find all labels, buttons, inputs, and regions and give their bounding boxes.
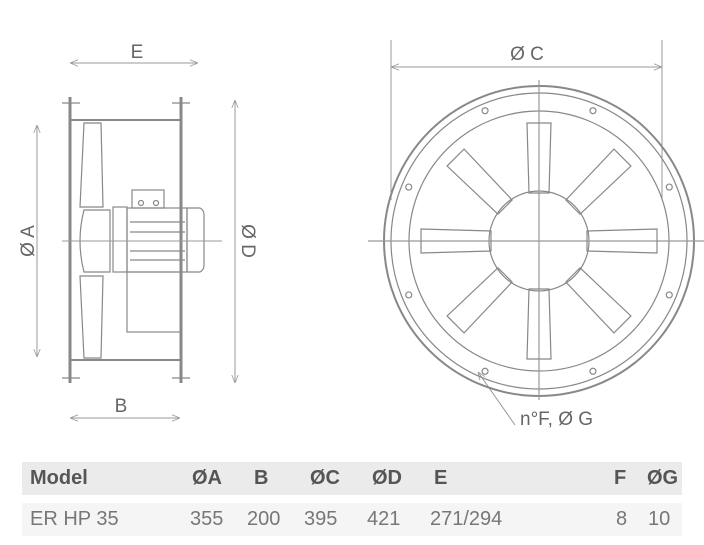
label-fg: n°F, Ø G [520,409,593,430]
bolt-hole [481,107,489,115]
header-c: ØC [310,467,340,489]
header-g: ØG [647,467,679,489]
header-d: ØD [372,467,402,489]
fan-blade [446,148,513,215]
label-a: Ø A [18,225,39,257]
bolt-hole [405,291,413,299]
cell-e: 271/294 [430,508,503,530]
label-d: Ø D [237,224,258,258]
cell-b: 200 [247,508,281,530]
dimension-lines [37,40,663,426]
fan-blade [446,267,513,334]
bolt-hole [665,291,673,299]
fan-blade [565,148,632,215]
fan-blade [586,228,658,254]
cell-model: ER HP 35 [30,508,119,530]
header-f: F [614,467,627,489]
cell-d: 421 [367,508,401,530]
bolt-hole [481,367,489,375]
label-e: E [131,42,144,63]
label-b: B [115,396,128,417]
header-a: ØA [192,467,222,489]
cell-c: 395 [304,508,338,530]
fan-blade [526,122,552,194]
bolt-hole [665,183,673,191]
header-e: E [434,467,448,489]
table-header-row: Model ØA B ØC ØD E F ØG [22,462,682,495]
side-view [62,97,205,383]
bolt-hole [589,367,597,375]
bolt-hole [405,183,413,191]
cell-f: 8 [616,508,628,530]
header-b: B [254,467,269,489]
fan-blade [420,228,492,254]
front-view [368,80,704,400]
fan-blade [565,267,632,334]
table-row: ER HP 35 355 200 395 421 271/294 8 10 [22,503,682,536]
label-c: Ø C [510,44,544,65]
technical-drawing: E Ø A Ø D B Ø C n°F, Ø G (function(){ co… [18,40,704,430]
fan-blade [526,288,552,360]
header-model: Model [30,467,88,489]
bolt-hole [589,107,597,115]
cell-g: 10 [648,508,671,530]
cell-a: 355 [190,508,224,530]
